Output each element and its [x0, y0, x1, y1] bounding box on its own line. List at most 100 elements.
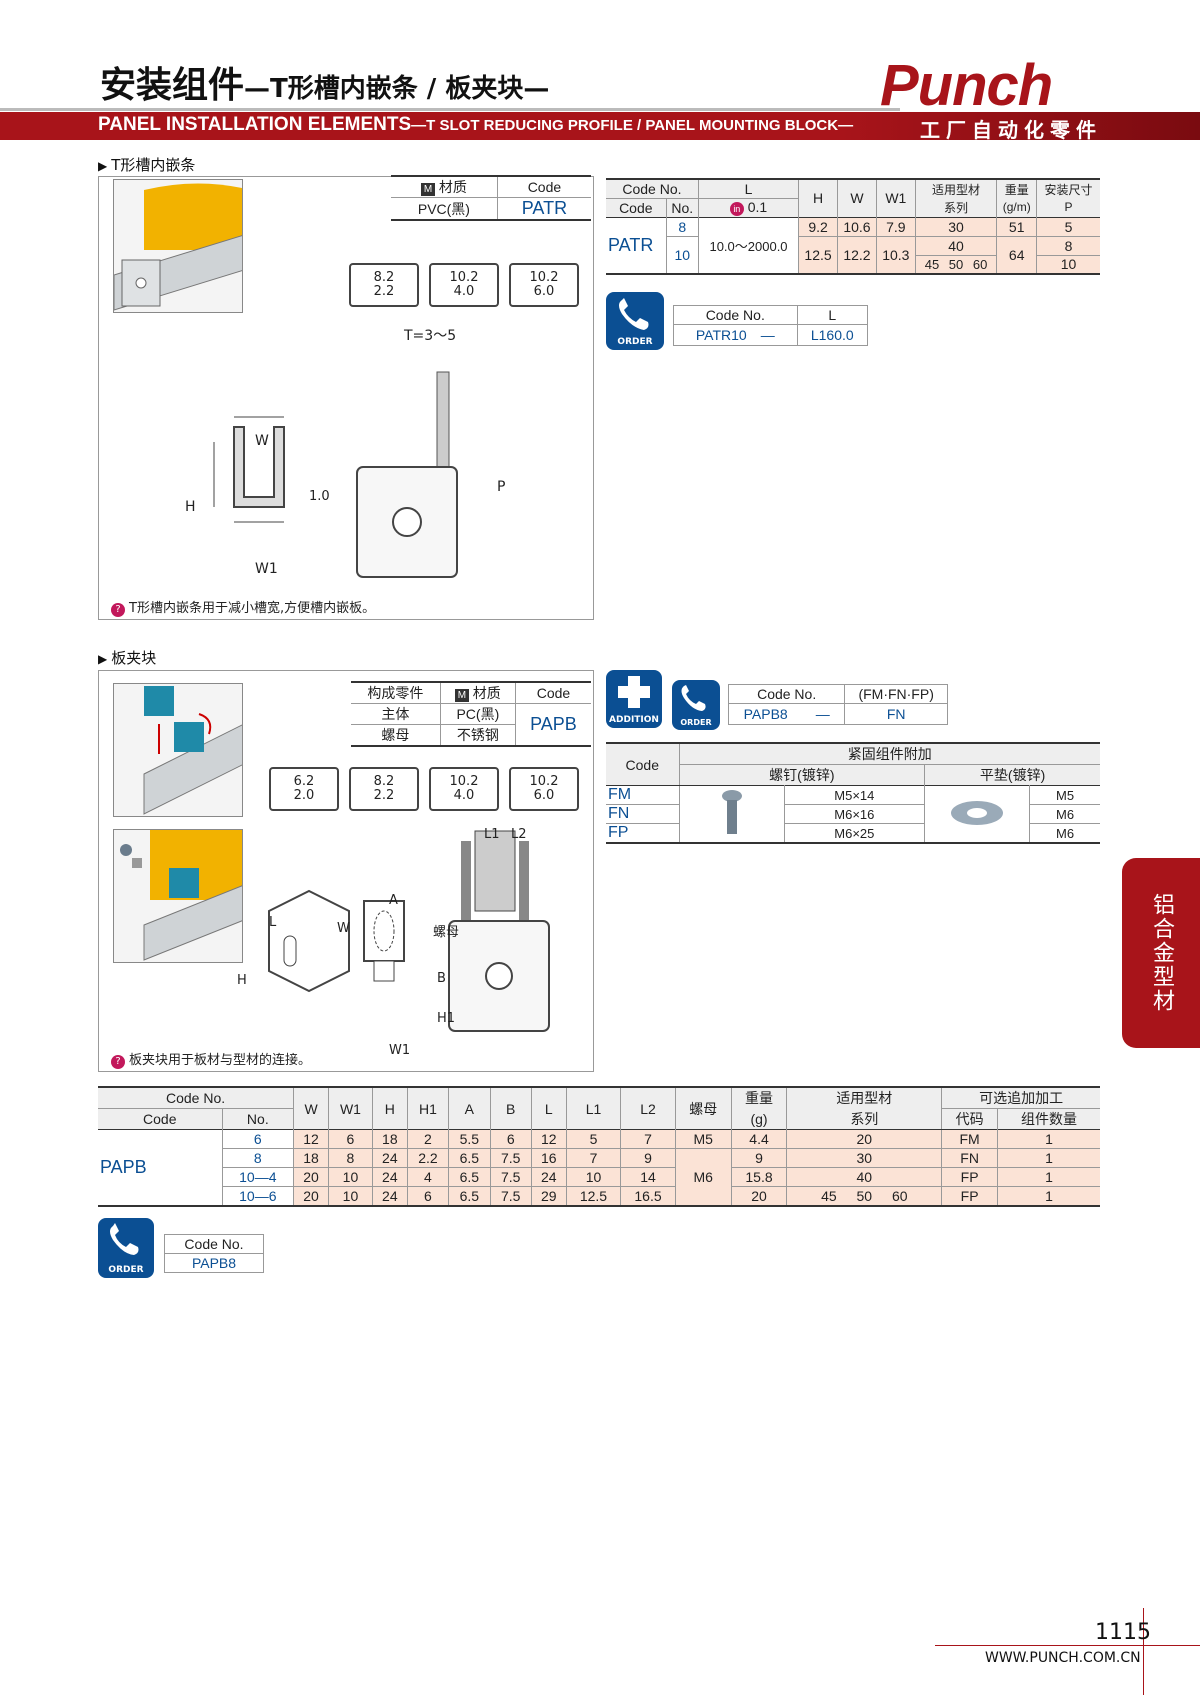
t-slot-note: ?T形槽内嵌条用于减小槽宽,方便槽内嵌板。 [111, 597, 375, 617]
title-sub: —T形槽内嵌条 / 板夹块— [244, 74, 550, 104]
cell-washer: M6 [1029, 804, 1100, 824]
dim-h: H [185, 499, 196, 515]
cell-code: FM [608, 786, 632, 803]
cell-code: FP [608, 824, 629, 841]
dim-l: L [269, 915, 277, 930]
cell-l1: 5 [565, 1129, 621, 1149]
cell-h1: 2.2 [406, 1148, 449, 1168]
cell-w1: 8 [327, 1148, 373, 1168]
th-h1: H1 [406, 1087, 449, 1130]
slot-bottom: 4.0 [453, 284, 475, 299]
question-icon: ? [111, 603, 125, 617]
cell-screw: M6×25 [783, 823, 925, 843]
cell-series: 40 [786, 1167, 942, 1187]
block-drawing [268, 830, 550, 1032]
cell-l: 24 [530, 1167, 567, 1187]
screw-image [678, 785, 784, 844]
order-h1: Code No. [673, 305, 798, 325]
order-label: ORDER [108, 1265, 144, 1275]
dim-b: B [437, 971, 446, 986]
th-l2: L2 [620, 1087, 676, 1130]
material-icon: M [420, 183, 435, 196]
th-h: H [798, 179, 838, 217]
th-opt-code: 代码 [941, 1108, 998, 1130]
slot-bottom: 2.2 [373, 284, 395, 299]
page-title: 安装组件—T形槽内嵌条 / 板夹块— [100, 56, 549, 108]
order-h1: Code No. [164, 1234, 264, 1254]
th-b: B [489, 1087, 532, 1130]
cell-opt: FN [941, 1148, 998, 1168]
tolerance-icon: in [729, 202, 744, 216]
dim-w: W [255, 433, 269, 449]
th-series: 适用型材 [914, 179, 997, 198]
cell-a: 6.5 [448, 1167, 491, 1187]
cell-no: 8 [221, 1148, 294, 1168]
slot-top: 8.2 [373, 270, 395, 285]
cell-l2: 14 [620, 1167, 676, 1187]
material-header: 材质 [472, 685, 501, 701]
cell-nut: M5 [674, 1129, 732, 1149]
cell-l2: 9 [620, 1148, 676, 1168]
cell-series: 45 50 60 [914, 255, 997, 274]
th-w1: W1 [875, 179, 916, 217]
th-w1: W1 [327, 1087, 373, 1130]
cell-h1: 2 [406, 1129, 449, 1149]
th-material: M 材质 [439, 682, 516, 704]
cell-a: 5.5 [448, 1129, 491, 1149]
cell-h: 12.5 [798, 236, 838, 275]
order-h1: Code No. [727, 684, 846, 704]
category-tab[interactable]: 铝合金型材 [1122, 858, 1200, 1048]
cell-qty: 1 [997, 1148, 1100, 1168]
header-bar [0, 112, 1200, 140]
th-h: H [371, 1087, 408, 1130]
table-row: 8 18 8 24 2.2 6.5 7.5 16 7 9 M6 9 30 FN … [98, 1148, 1100, 1207]
t-slot-photo-illustration [114, 180, 242, 312]
dim-l1: L1 [484, 827, 500, 842]
t-slot-photo [113, 179, 243, 313]
block-addition-order-table: Code No.(FM·FN·FP) PAPB8 —FN [727, 684, 948, 725]
page-number: 1115 [1095, 1620, 1151, 1645]
table-row: FM M5×14 M5 [606, 785, 1100, 844]
t-slot-spec-table: Code No. L H W W1 适用型材 重量 安装尺寸 Code No. … [606, 178, 1100, 275]
order-value: PATR10 — [673, 324, 798, 346]
th-weight-2: (g/m) [996, 198, 1037, 217]
th-series: 适用型材 [786, 1087, 942, 1109]
th-code-no: Code No. [98, 1087, 294, 1109]
th-l1: L1 [565, 1087, 621, 1130]
slot-bottom: 6.0 [533, 788, 555, 803]
cell-qty: 1 [997, 1167, 1100, 1187]
cell-series: 45 50 60 [786, 1186, 942, 1206]
cell-qty: 1 [997, 1129, 1100, 1149]
block-photo-2-illustration [114, 830, 242, 962]
th-mount-2: P [1036, 198, 1100, 217]
cell-w1: 10 [327, 1186, 373, 1206]
th-component: 构成零件 [367, 685, 424, 701]
cell-h1: 6 [406, 1186, 449, 1206]
cell-weight: 51 [996, 217, 1037, 236]
cell-l: 16 [530, 1148, 567, 1168]
cell-weight: 20 [730, 1186, 787, 1206]
cell-h1: 4 [406, 1167, 449, 1187]
table-row: 10—6 20 10 24 6 6.5 7.5 29 12.5 16.5 20 … [98, 1186, 1100, 1206]
order-h2: (FM·FN·FP) [844, 684, 948, 704]
footer-vline [1143, 1608, 1144, 1695]
cell-h: 24 [371, 1148, 408, 1168]
cell-washer: M5 [1029, 785, 1100, 805]
th-washer: 平垫(镀锌) [924, 764, 1100, 786]
th-nut: 螺母 [674, 1087, 732, 1130]
spec-code: PAPB [98, 1129, 222, 1207]
th-w: W [837, 179, 877, 217]
washer-image [924, 785, 1030, 844]
slot-bottom: 2.0 [293, 788, 315, 803]
order-code: PAPB8 [743, 706, 788, 722]
cell-w1: 10.3 [875, 236, 916, 275]
cell-l: 29 [530, 1186, 567, 1206]
slot-top: 6.2 [293, 774, 315, 789]
order-length: L160.0 [796, 324, 869, 346]
cell-l1: 12.5 [565, 1186, 621, 1206]
screw-icon [721, 789, 742, 834]
